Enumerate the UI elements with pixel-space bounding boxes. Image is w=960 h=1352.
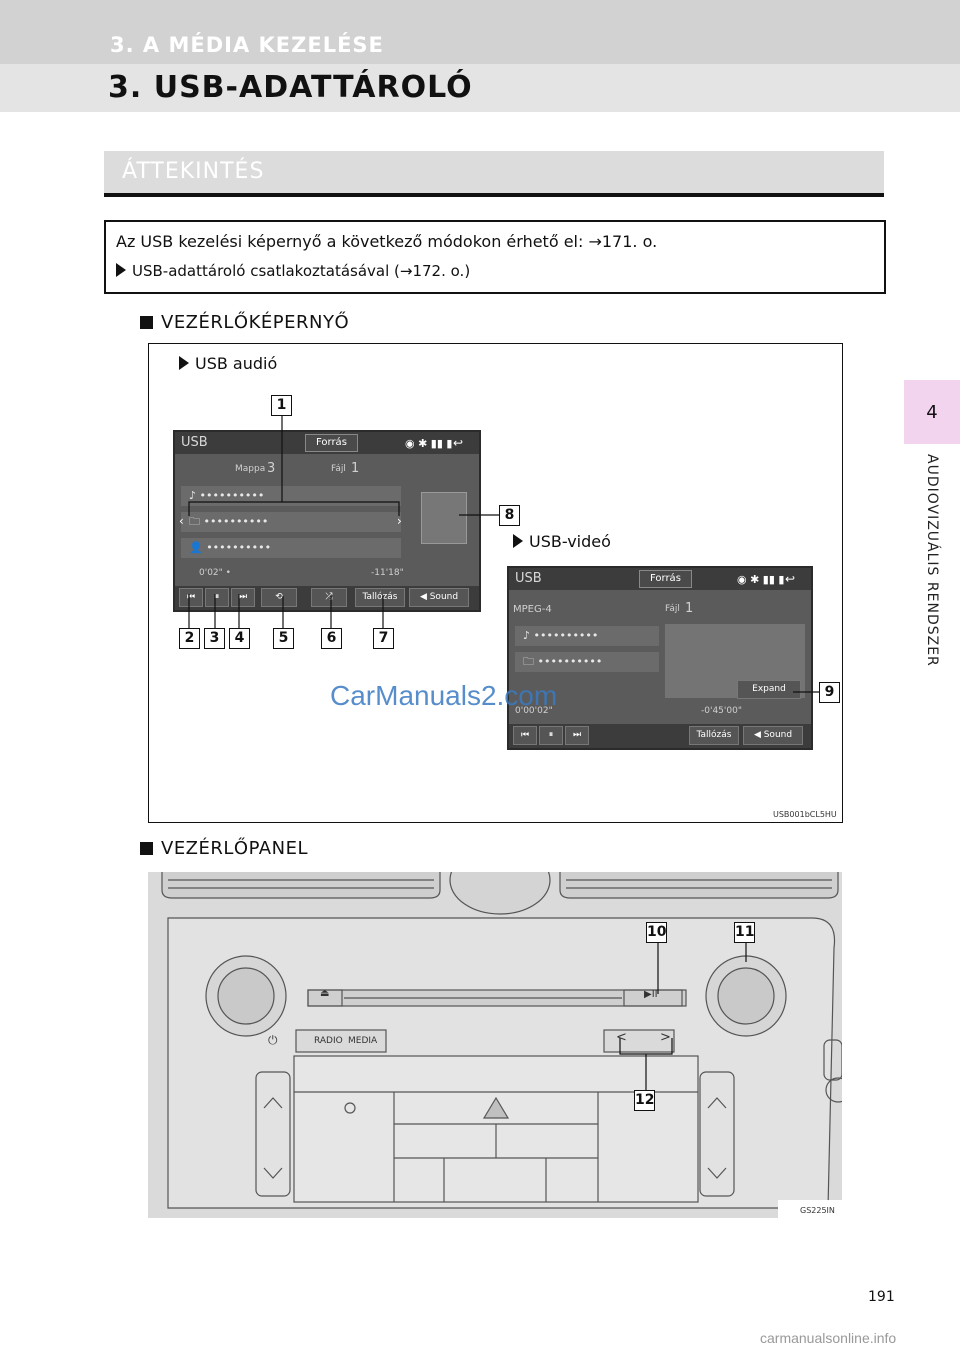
play-pause-icon[interactable]: ▶II	[644, 989, 658, 1000]
next-track-button[interactable]: ⏭	[565, 726, 589, 745]
chapter-tab-label: AUDIOVIZUÁLIS RENDSZER	[904, 444, 960, 704]
pause-button[interactable]: ⏸	[539, 726, 563, 745]
elapsed-time: 0'02" •	[199, 568, 231, 578]
file-number: 1	[685, 601, 694, 616]
chapter-tab-number: 4	[904, 380, 960, 444]
callout-9: 9	[819, 682, 840, 703]
square-bullet-icon	[140, 316, 153, 329]
usb-video-screen: USB Forrás ◉ ✱ ▮▮ ▮ ↩ MPEG-4 Fájl 1 ♪ ••…	[507, 566, 813, 750]
figure-code-bg	[778, 1200, 842, 1218]
control-screen-figure: USB audió USB-videó USB Forrás ◉ ✱ ▮▮ ▮ …	[148, 343, 843, 823]
screen-title: USB	[181, 435, 208, 450]
source-button[interactable]: Forrás	[305, 434, 358, 452]
status-icons: ◉ ✱ ▮▮ ▮	[737, 573, 785, 586]
video-format: MPEG-4	[513, 604, 552, 615]
callout-10: 10	[646, 922, 667, 943]
usb-device-icon	[421, 492, 467, 544]
section-title: ÁTTEKINTÉS	[122, 159, 265, 184]
control-panel-figure: RADIO MEDIA < > ⏻ ⏏ ▶II 10 11 12 GS225IN	[148, 872, 842, 1218]
next-track-button[interactable]: ⏭	[231, 588, 255, 607]
audio-label-text: USB audió	[195, 354, 278, 373]
callout-lines	[188, 416, 819, 693]
subhead-screen-text: VEZÉRLŐKÉPERNYŐ	[161, 312, 350, 333]
expand-button[interactable]: Expand	[737, 680, 801, 699]
callout-11: 11	[734, 922, 755, 943]
folder-row[interactable]: 🗀 ••••••••••	[181, 512, 401, 532]
header-band	[0, 0, 960, 64]
browse-button[interactable]: Tallózás	[689, 726, 739, 745]
audio-label: USB audió	[179, 354, 277, 373]
callout-5: 5	[273, 628, 294, 649]
usb-audio-screen: USB Forrás ◉ ✱ ▮▮ ▮ ↩ Mappa 3 Fájl 1 ♪ •…	[173, 430, 481, 612]
seek-left-icon[interactable]: <	[616, 1030, 627, 1045]
callout-3: 3	[204, 628, 225, 649]
callout-8: 8	[499, 505, 520, 526]
back-icon[interactable]: ↩	[453, 436, 464, 450]
screen-title: USB	[515, 571, 542, 586]
file-label: Fájl	[665, 604, 680, 614]
power-icon[interactable]: ⏻	[268, 1033, 278, 1047]
folder-row[interactable]: 🗀 ••••••••••	[515, 652, 659, 672]
video-label-text: USB-videó	[529, 532, 611, 551]
radio-button[interactable]: RADIO	[314, 1036, 343, 1046]
back-icon[interactable]: ↩	[785, 572, 796, 586]
page-header: 3. A MÉDIA KEZELÉSE 3. USB-ADATTÁROLÓ	[0, 0, 960, 112]
page-number: 191	[868, 1289, 895, 1305]
video-label: USB-videó	[513, 532, 611, 551]
square-bullet-icon	[140, 842, 153, 855]
subhead-panel-text: VEZÉRLŐPANEL	[161, 838, 308, 859]
media-button[interactable]: MEDIA	[348, 1036, 378, 1046]
figure-code: GS225IN	[800, 1206, 835, 1215]
callout-7: 7	[373, 628, 394, 649]
info-line-1: Az USB kezelési képernyő a következő mód…	[116, 232, 658, 251]
folder-number: 3	[267, 461, 276, 476]
shuffle-button[interactable]: ⤮	[311, 588, 347, 607]
arrow-right-icon	[116, 263, 126, 277]
seek-right-icon[interactable]: >	[660, 1030, 671, 1045]
prev-track-button[interactable]: ⏮	[513, 726, 537, 745]
info-box: Az USB kezelési képernyő a következő mód…	[104, 220, 886, 294]
folder-label: Mappa	[235, 464, 266, 474]
eject-icon[interactable]: ⏏	[320, 988, 330, 999]
chapter-tab-text: AUDIOVIZUÁLIS RENDSZER	[924, 454, 940, 667]
track-row[interactable]: ♪ ••••••••••	[181, 486, 401, 506]
page-title: 3. USB-ADATTÁROLÓ	[108, 70, 473, 105]
browse-button[interactable]: Tallózás	[355, 588, 405, 607]
remaining-time: -0'45'00"	[701, 706, 742, 716]
subhead-screen: VEZÉRLŐKÉPERNYŐ	[140, 312, 349, 333]
callout-12: 12	[634, 1090, 655, 1111]
callout-1: 1	[271, 395, 292, 416]
control-panel-drawing	[161, 872, 842, 1209]
source-button[interactable]: Forrás	[639, 570, 692, 588]
info-line-2-text: USB-adattároló csatlakoztatásával (→172.…	[132, 262, 471, 280]
pause-button[interactable]: ⏸	[205, 588, 229, 607]
section-heading: ÁTTEKINTÉS	[104, 151, 884, 197]
watermark-carmanuals2: CarManuals2.com	[330, 680, 558, 711]
callout-2: 2	[179, 628, 200, 649]
elapsed-time: 0'00'02"	[515, 706, 553, 716]
watermark-carmanualsonline: carmanualsonline.info	[760, 1330, 897, 1346]
sound-button[interactable]: ◀ Sound	[409, 588, 469, 607]
subhead-panel: VEZÉRLŐPANEL	[140, 838, 308, 859]
figure-code: USB001bCL5HU	[773, 810, 837, 819]
prev-track-button[interactable]: ⏮	[179, 588, 203, 607]
repeat-button[interactable]: ⟲	[261, 588, 297, 607]
remaining-time: -11'18"	[371, 568, 404, 578]
callout-6: 6	[321, 628, 342, 649]
callout-4: 4	[229, 628, 250, 649]
chevron-left-icon[interactable]: ‹	[179, 514, 184, 528]
track-row[interactable]: ♪ ••••••••••	[515, 626, 659, 646]
arrow-right-icon	[513, 534, 523, 548]
file-number: 1	[351, 461, 360, 476]
arrow-right-icon	[179, 356, 189, 370]
artist-row[interactable]: 👤 ••••••••••	[181, 538, 401, 558]
info-line-2: USB-adattároló csatlakoztatásával (→172.…	[116, 262, 470, 280]
sound-button[interactable]: ◀ Sound	[743, 726, 803, 745]
status-icons: ◉ ✱ ▮▮ ▮	[405, 437, 453, 450]
chevron-right-icon[interactable]: ›	[397, 514, 402, 528]
file-label: Fájl	[331, 464, 346, 474]
chapter-subtitle: 3. A MÉDIA KEZELÉSE	[110, 33, 384, 57]
